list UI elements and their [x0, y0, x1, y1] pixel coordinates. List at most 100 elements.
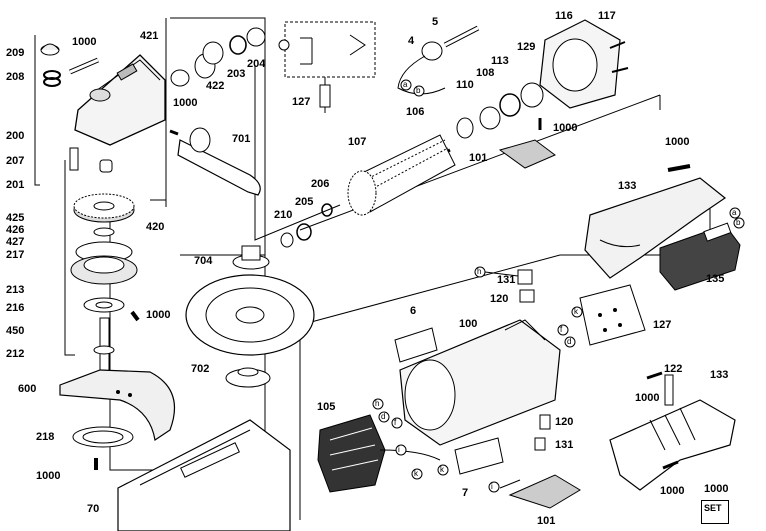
- label-1000: 1000: [704, 483, 729, 495]
- connector-131: [484, 269, 535, 303]
- flange-nut-704: [232, 245, 270, 270]
- label-101: 101: [469, 152, 488, 164]
- label-113: 113: [491, 55, 509, 67]
- label-208: 208: [6, 71, 25, 83]
- label-701: 701: [232, 133, 251, 145]
- screw-1000: [130, 310, 140, 322]
- label-70: 70: [87, 503, 100, 515]
- bearing-flange-217: [70, 241, 138, 285]
- label-427: 427: [6, 236, 25, 248]
- switch-module-127: [579, 284, 646, 346]
- switch-135: [659, 222, 741, 291]
- set-icon: SET: [701, 500, 729, 524]
- label-704: 704: [194, 255, 213, 267]
- bracket-gear-group: [64, 160, 75, 356]
- label-1000: 1000: [173, 97, 198, 109]
- wire-letter-f: f: [394, 418, 397, 427]
- label-420: 420: [146, 221, 165, 233]
- wire-letter-k: k: [440, 465, 444, 474]
- grinding-disc: [185, 274, 315, 356]
- label-204: 204: [247, 58, 266, 70]
- label-131: 131: [555, 439, 574, 451]
- armature-107: [347, 134, 456, 216]
- wire-letter-a: a: [403, 80, 408, 89]
- handle-housing-133: [584, 177, 727, 279]
- wire-letter-b: b: [736, 218, 741, 227]
- wiring-schematic: [278, 21, 376, 113]
- label-100: 100: [459, 318, 478, 330]
- label-6: 6: [410, 305, 417, 317]
- stator-105: [317, 414, 441, 493]
- label-107: 107: [348, 136, 367, 148]
- label-210: 210: [274, 209, 293, 221]
- label-1000: 1000: [553, 122, 578, 134]
- wire-letter-f: f: [560, 325, 563, 334]
- label-127: 127: [292, 96, 311, 108]
- label-201: 201: [6, 179, 25, 191]
- spindle-212: [93, 317, 115, 374]
- label-206: 206: [311, 178, 330, 190]
- washer-216: [83, 297, 125, 313]
- wire-letter-i: i: [398, 445, 400, 454]
- wire-letter-k: k: [574, 307, 578, 316]
- set-icon-label: SET: [704, 503, 722, 513]
- label-203: 203: [227, 68, 246, 80]
- label-1000: 1000: [146, 309, 171, 321]
- label-6: [394, 327, 438, 363]
- rear-handle-133: [609, 399, 736, 491]
- brush-cover-101: [498, 118, 556, 169]
- label-129: 129: [517, 41, 536, 53]
- label-212: 212: [6, 348, 25, 360]
- wire-letter-h: h: [375, 399, 380, 408]
- wire-letter-d: d: [381, 412, 386, 421]
- label-5: 5: [432, 16, 439, 28]
- brush-cover-101b: [499, 474, 581, 509]
- label-1000: 1000: [36, 470, 61, 482]
- gear-housing-116: [539, 19, 629, 109]
- label-426: 426: [6, 224, 25, 236]
- label-421: 421: [140, 30, 159, 42]
- label-425: 425: [6, 212, 25, 224]
- label-120: 120: [555, 416, 574, 428]
- brush-120: [534, 414, 551, 451]
- label-106: 106: [406, 106, 425, 118]
- bracket-left-cover: [34, 35, 40, 186]
- label-116: 116: [555, 10, 573, 22]
- label-1000: 1000: [72, 36, 97, 48]
- label-133: 133: [710, 369, 729, 381]
- label-422: 422: [206, 80, 225, 92]
- label-120: 120: [490, 293, 509, 305]
- washers-206-210: [280, 203, 333, 248]
- label-213: 213: [6, 284, 25, 296]
- side-handle-701: [169, 127, 261, 196]
- label-122: 122: [664, 363, 683, 375]
- wire-letter-d: d: [567, 337, 572, 346]
- label-216: 216: [6, 302, 25, 314]
- label-209: 209: [6, 47, 25, 59]
- inner-flange-702: [225, 367, 271, 388]
- label-702: 702: [191, 363, 210, 375]
- screw-1000c: [667, 164, 691, 172]
- label-207: 207: [6, 155, 25, 167]
- label-110: 110: [456, 79, 474, 91]
- label-200: 200: [6, 130, 25, 142]
- label-218: 218: [36, 431, 55, 443]
- screw: [69, 57, 99, 75]
- label-7: 7: [462, 487, 469, 499]
- label-105: 105: [317, 401, 336, 413]
- wire-letter-b: b: [416, 86, 421, 95]
- label-600: 600: [18, 383, 37, 395]
- label-101: 101: [537, 515, 556, 527]
- label-133: 133: [618, 180, 637, 192]
- gearbox-cover: [74, 54, 166, 146]
- label-1000: 1000: [660, 485, 685, 497]
- label-108: 108: [476, 67, 495, 79]
- label-450: 450: [6, 325, 25, 337]
- power-cord: [397, 25, 480, 95]
- label-1000: 1000: [665, 136, 690, 148]
- label-117: 117: [598, 10, 616, 22]
- label-135: 135: [706, 273, 725, 285]
- bearing-parts-203-204: [170, 27, 266, 87]
- bearings-110-129: [456, 82, 544, 139]
